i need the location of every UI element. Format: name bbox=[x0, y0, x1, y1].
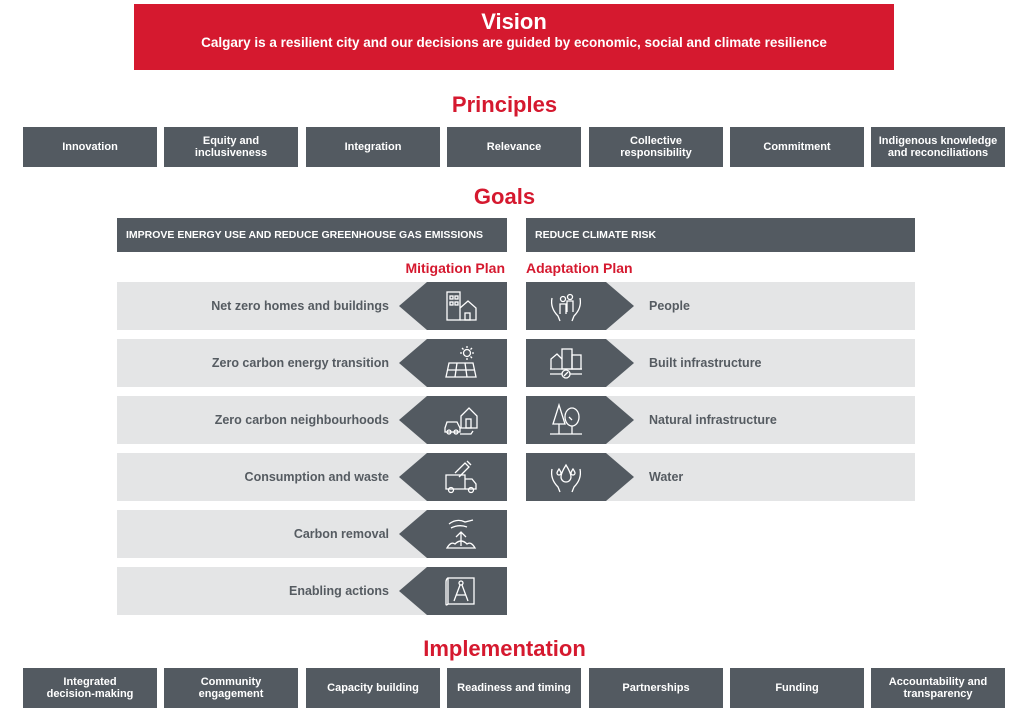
adaptation-item-label: Water bbox=[649, 470, 684, 484]
chevron-right-shape bbox=[526, 339, 634, 387]
city-infrastructure-icon bbox=[550, 348, 582, 379]
blueprint-compass-icon bbox=[445, 577, 475, 606]
mitigation-item: Carbon removal bbox=[117, 510, 507, 558]
solar-panel-icon bbox=[445, 346, 477, 378]
trees-icon bbox=[550, 402, 582, 435]
implementation-row: Integrated decision-making Community eng… bbox=[23, 668, 1005, 708]
goals-heading: Goals bbox=[473, 184, 536, 209]
chevron-right-shape bbox=[526, 396, 634, 444]
chevron-left-shape bbox=[399, 339, 507, 387]
chevron-right-shape bbox=[526, 282, 634, 330]
car-house-icon bbox=[444, 407, 478, 435]
principles-heading: Principles bbox=[451, 92, 558, 117]
mitigation-item: Zero carbon energy transition bbox=[117, 339, 507, 387]
mitigation-item-label: Enabling actions bbox=[288, 584, 389, 598]
hands-people-icon bbox=[550, 293, 582, 322]
adaptation-item: Water bbox=[526, 453, 915, 501]
principle-indigenous-knowledge: Indigenous knowledge and reconciliations bbox=[871, 127, 1005, 167]
mitigation-item-label: Consumption and waste bbox=[244, 470, 389, 484]
adaptation-item-label: People bbox=[649, 299, 690, 313]
implementation-funding: Funding bbox=[730, 668, 864, 708]
mitigation-goal: IMPROVE ENERGY USE AND REDUCE GREENHOUSE… bbox=[117, 218, 507, 252]
adaptation-item-label: Natural infrastructure bbox=[649, 413, 777, 427]
principle-collective-responsibility: Collective responsibility bbox=[589, 127, 723, 167]
principle-integration: Integration bbox=[306, 127, 440, 167]
principle-relevance: Relevance bbox=[447, 127, 581, 167]
vision-title: Vision bbox=[481, 9, 547, 34]
chevron-left-shape bbox=[399, 396, 507, 444]
mitigation-item-label: Zero carbon neighbourhoods bbox=[214, 413, 389, 427]
hands-water-icon bbox=[550, 463, 582, 493]
mitigation-item: Zero carbon neighbourhoods bbox=[117, 396, 507, 444]
adaptation-item: Built infrastructure bbox=[526, 339, 915, 387]
chevron-left-shape bbox=[399, 282, 507, 330]
adaptation-item: Natural infrastructure bbox=[526, 396, 915, 444]
mitigation-item: Consumption and waste bbox=[117, 453, 507, 501]
mitigation-item: Enabling actions bbox=[117, 567, 507, 615]
principle-equity: Equity and inclusiveness bbox=[164, 127, 298, 167]
buildings-icon bbox=[446, 291, 477, 321]
adaptation-item-label: Built infrastructure bbox=[649, 356, 762, 370]
chevron-left-shape bbox=[399, 453, 507, 501]
adaptation-item: People bbox=[526, 282, 915, 330]
implementation-community-engagement: Community engagement bbox=[164, 668, 298, 708]
implementation-accountability: Accountability and transparency bbox=[871, 668, 1005, 708]
principle-innovation: Innovation bbox=[23, 127, 157, 167]
mitigation-item: Net zero homes and buildings bbox=[117, 282, 507, 330]
principle-commitment: Commitment bbox=[730, 127, 864, 167]
implementation-capacity-building: Capacity building bbox=[306, 668, 440, 708]
carbon-capture-icon bbox=[445, 519, 477, 549]
vision-banner: Vision Calgary is a resilient city and o… bbox=[134, 4, 894, 70]
mitigation-item-label: Net zero homes and buildings bbox=[211, 299, 389, 313]
adaptation-plan-label: Adaptation Plan bbox=[526, 260, 633, 276]
implementation-partnerships: Partnerships bbox=[589, 668, 723, 708]
mitigation-item-label: Carbon removal bbox=[293, 527, 389, 541]
mitigation-plan-label: Mitigation Plan bbox=[405, 260, 505, 276]
chevron-left-shape bbox=[399, 567, 507, 615]
chevron-right-shape bbox=[526, 453, 634, 501]
principles-row: Innovation Equity and inclusiveness Inte… bbox=[23, 127, 1005, 167]
implementation-integrated-decision-making: Integrated decision-making bbox=[23, 668, 157, 708]
mitigation-item-label: Zero carbon energy transition bbox=[211, 356, 389, 370]
garbage-truck-icon bbox=[445, 460, 477, 494]
vision-statement: Calgary is a resilient city and our deci… bbox=[201, 35, 827, 50]
adaptation-goal: REDUCE CLIMATE RISK bbox=[526, 218, 915, 252]
chevron-left-shape bbox=[399, 510, 507, 558]
implementation-heading: Implementation bbox=[423, 636, 586, 661]
implementation-readiness-timing: Readiness and timing bbox=[447, 668, 581, 708]
